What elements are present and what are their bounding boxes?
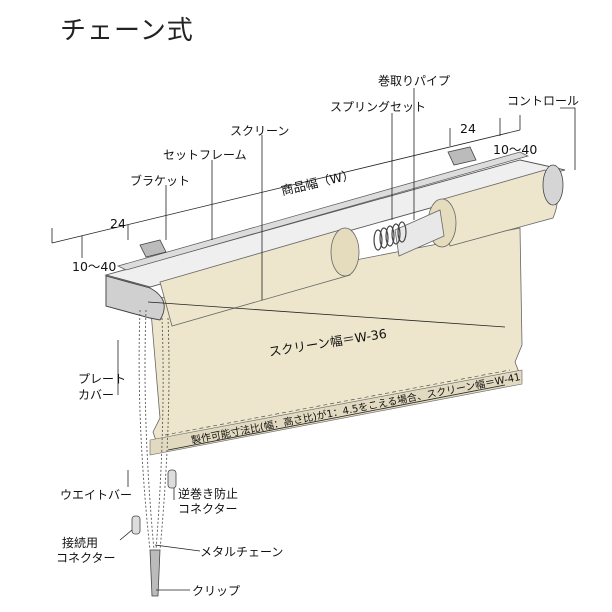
winding-pipe: [394, 209, 445, 257]
bracket-right: [447, 146, 477, 166]
label-screen: スクリーン: [230, 124, 290, 138]
connection-connector: [131, 515, 141, 535]
metal-chain: [138, 309, 170, 551]
set-frame-rail: [117, 151, 529, 271]
label-control: コントロール: [507, 94, 580, 108]
control-end-right: [542, 164, 564, 206]
spring-coil: [373, 221, 407, 251]
dim-right-range: 10～40: [493, 142, 538, 157]
screen-width-dash-line: [164, 369, 511, 436]
page-title: チェーン式: [60, 16, 194, 46]
clip-shape: [149, 549, 161, 597]
leader-lines: [117, 88, 576, 591]
label-bracket: ブラケット: [130, 174, 191, 188]
label-reverse-stop-1: 逆巻き防止: [178, 487, 239, 501]
label-connection-2: コネクター: [56, 551, 116, 565]
label-cover: カバー: [78, 388, 115, 402]
label-spring-set: スプリングセット: [330, 100, 427, 114]
label-clip: クリップ: [192, 584, 241, 598]
bracket-left: [139, 239, 167, 258]
reverse-stop-connector: [167, 469, 177, 489]
label-plate: プレート: [78, 372, 127, 386]
dim-right-24: 24: [460, 121, 476, 136]
label-connection-1: 接続用: [62, 536, 99, 550]
label-set-frame: セットフレーム: [163, 148, 247, 162]
plate-cover-cap: [105, 275, 165, 321]
label-metal-chain: メタルチェーン: [200, 545, 284, 559]
dimension-lines: [51, 115, 521, 451]
dim-left-range: 10～40: [72, 259, 117, 274]
weight-bar-shape: [149, 369, 523, 456]
label-reverse-stop-2: コネクター: [178, 502, 238, 516]
label-weight-bar: ウエイトバー: [60, 488, 133, 502]
label-makitori-pipe: 巻取りパイプ: [378, 74, 451, 88]
dim-left-24: 24: [110, 216, 126, 231]
rolled-fabric-left-end: [330, 227, 360, 277]
